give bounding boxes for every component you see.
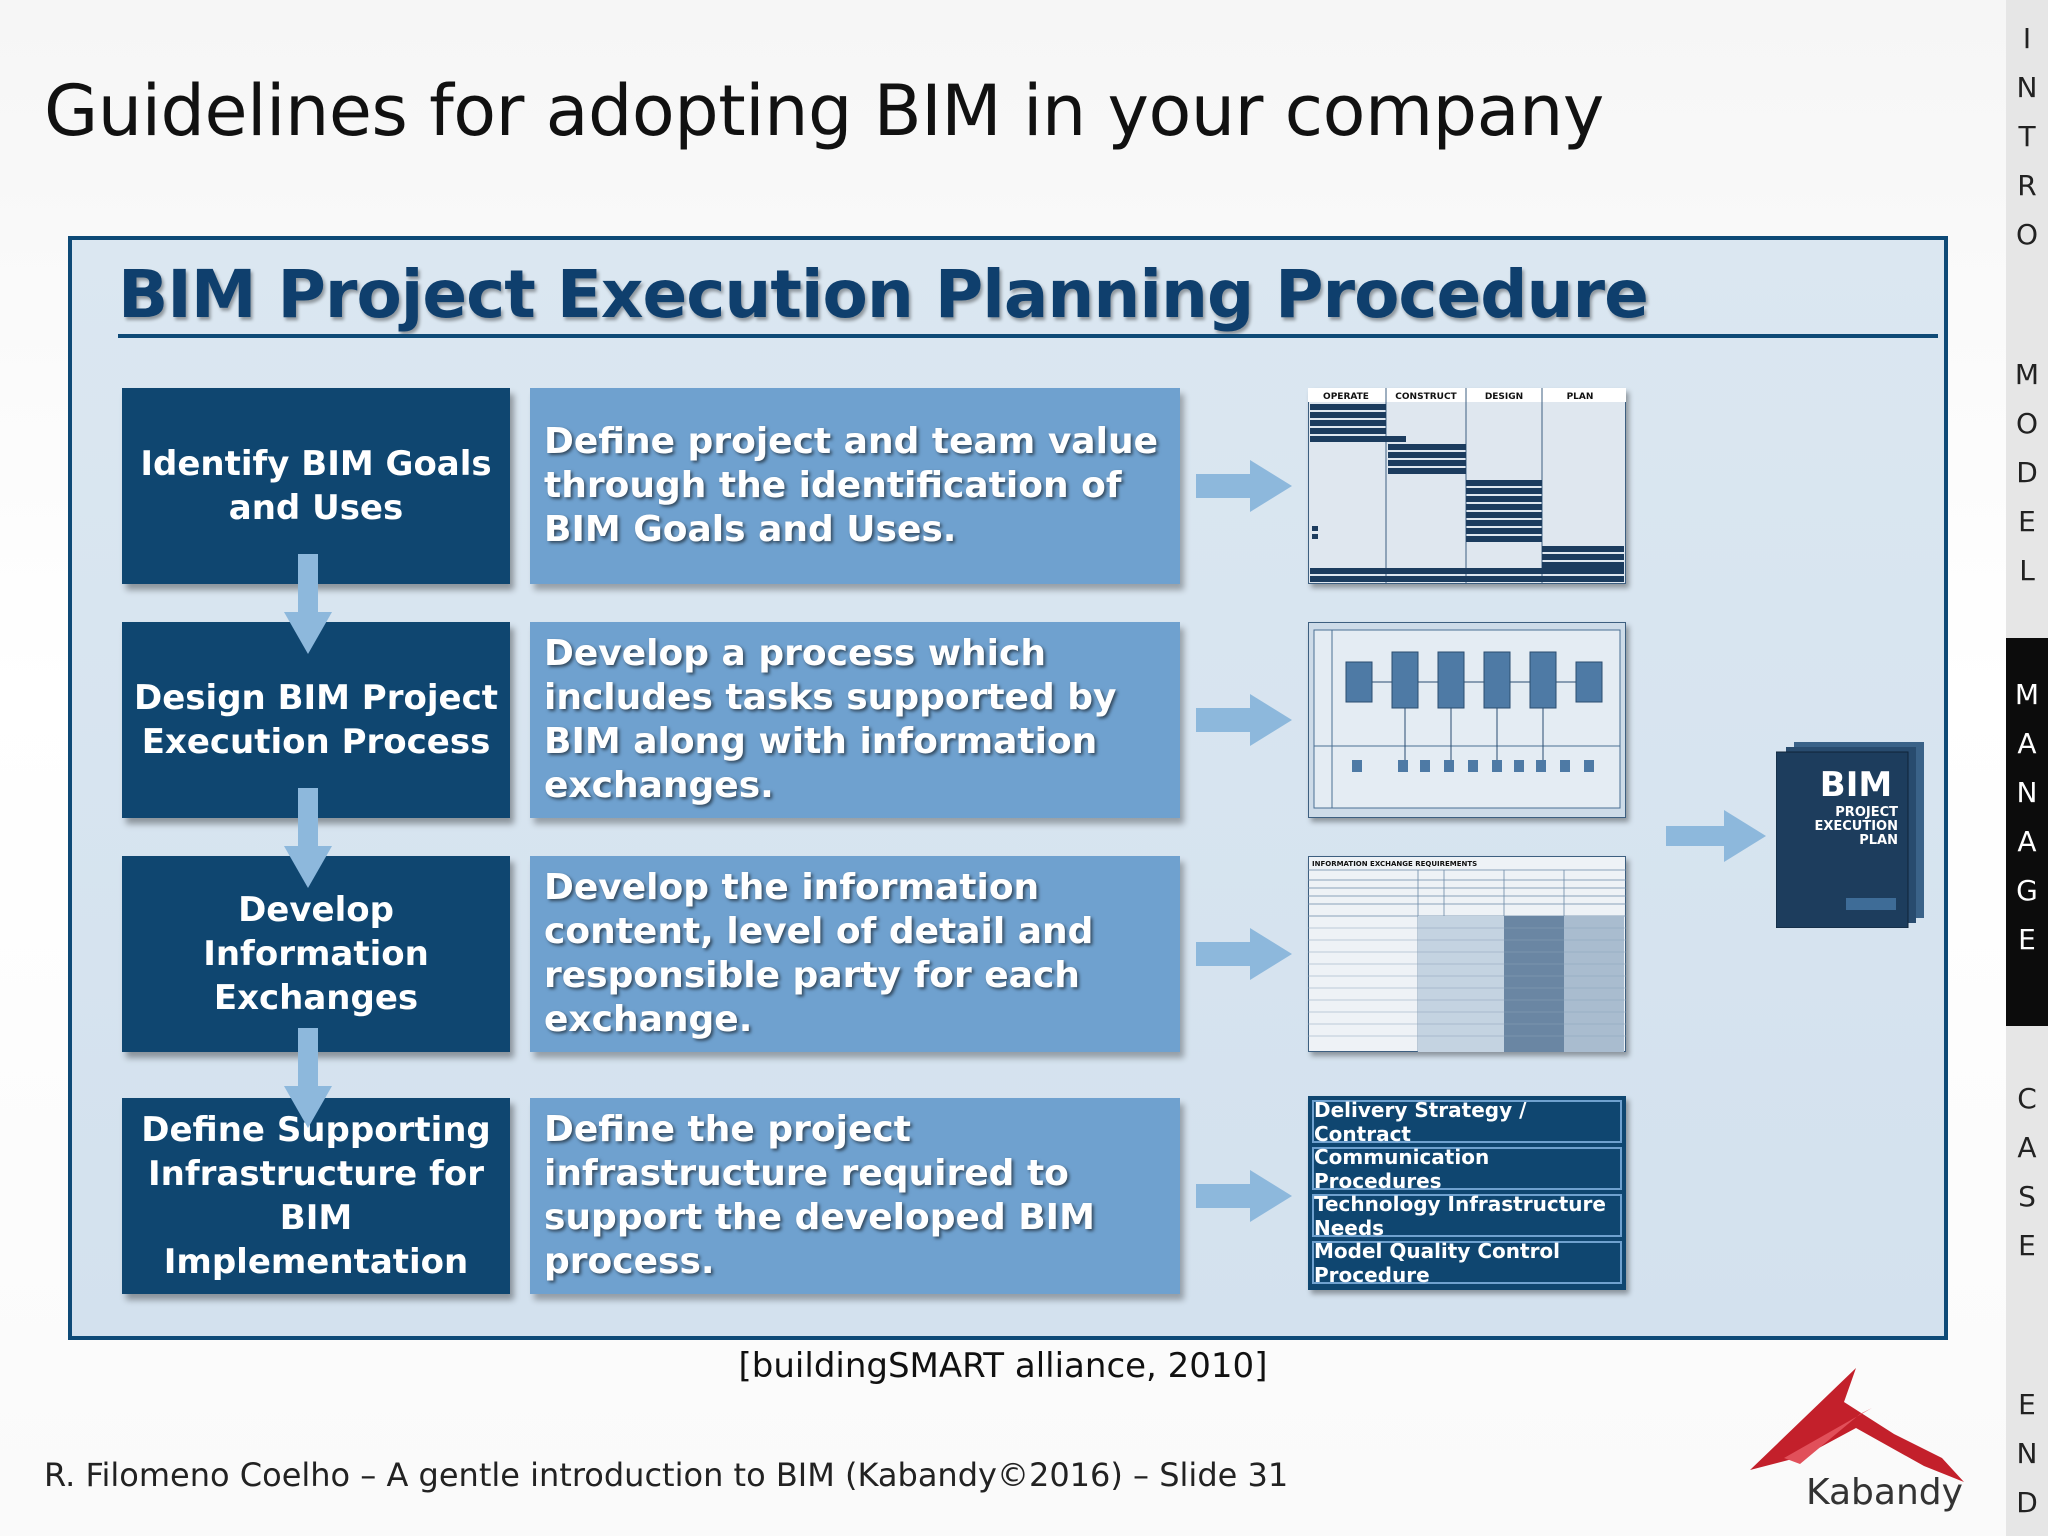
thumb-header-plan: PLAN [1567, 392, 1594, 402]
right-arrow-icon [1196, 1170, 1292, 1222]
infrastructure-item-technology: Technology Infrastructure Needs [1312, 1192, 1622, 1240]
nav-letter: D [2016, 456, 2038, 489]
right-arrow-icon [1196, 460, 1292, 512]
infrastructure-item-communication: Communication Procedures [1312, 1145, 1622, 1193]
nav-letter: A [2017, 727, 2037, 760]
figure-citation: [buildingSMART alliance, 2010] [738, 1346, 1268, 1386]
slide-title: Guidelines for adopting BIM in your comp… [44, 70, 1604, 152]
step-identify-goals: Identify BIM Goals and Uses [122, 388, 510, 584]
thumb-header-operate: OPERATE [1323, 392, 1369, 402]
step-supporting-infrastructure: Define Supporting Infrastructure for BIM… [122, 1098, 510, 1294]
book-subtitle-3: PLAN [1859, 833, 1898, 848]
thumb-header-design: DESIGN [1485, 392, 1523, 402]
nav-letter: S [2018, 1180, 2036, 1213]
nav-letter: O [2015, 218, 2039, 251]
right-arrow-icon [1196, 928, 1292, 980]
step-design-process-description: Develop a process which includes tasks s… [530, 622, 1180, 818]
nav-letter: R [2017, 169, 2037, 202]
nav-letter: A [2017, 825, 2037, 858]
nav-letter: M [2014, 358, 2040, 391]
nav-letter: N [2016, 776, 2038, 809]
exchange-requirements-thumbnail: INFORMATION EXCHANGE REQUIREMENTS [1308, 856, 1626, 1052]
down-arrow-icon [284, 788, 332, 888]
process-map-thumbnail [1308, 622, 1626, 818]
nav-letter: C [2017, 1082, 2037, 1115]
infrastructure-item-delivery: Delivery Strategy / Contract [1312, 1098, 1622, 1146]
infrastructure-list: Delivery Strategy / Contract Communicati… [1308, 1096, 1626, 1290]
step-design-process: Design BIM Project Execution Process [122, 622, 510, 818]
step-identify-goals-description: Define project and team value through th… [530, 388, 1180, 584]
title-rule [118, 334, 1938, 338]
nav-letter: E [2018, 923, 2036, 956]
book-subtitle-2: EXECUTION [1814, 819, 1898, 834]
step-info-exchanges-description: Develop the information content, level o… [530, 856, 1180, 1052]
book-subtitle-1: PROJECT [1835, 805, 1898, 820]
bim-pep-figure: BIM Project Execution Planning Procedure… [68, 236, 1948, 1340]
nav-letter: D [2016, 1486, 2038, 1519]
nav-letter: O [2015, 407, 2039, 440]
nav-letter: G [2016, 874, 2038, 907]
right-arrow-icon [1196, 694, 1292, 746]
nav-letter: I [2022, 22, 2032, 55]
kabandy-logo-icon [1750, 1368, 1964, 1482]
nav-letter: A [2017, 1131, 2037, 1164]
nav-letter: T [2018, 120, 2036, 153]
down-arrow-icon [284, 1028, 332, 1128]
step-supporting-infrastructure-description: Define the project infrastructure requir… [530, 1098, 1180, 1294]
logo-text: Kabandy [1806, 1472, 1963, 1513]
bim-uses-matrix-thumbnail: OPERATE CONSTRUCT DESIGN PLAN [1308, 388, 1626, 584]
slide-footer: R. Filomeno Coelho – A gentle introducti… [44, 1456, 1289, 1494]
thumb-header-construct: CONSTRUCT [1395, 392, 1457, 402]
bim-pep-book-icon: BIM PROJECT EXECUTION PLAN [1776, 742, 1924, 928]
nav-letter: E [2018, 1229, 2036, 1262]
thumb-table-header: INFORMATION EXCHANGE REQUIREMENTS [1312, 860, 1477, 868]
figure-title: BIM Project Execution Planning Procedure [118, 256, 1649, 333]
nav-letter: E [2018, 1388, 2036, 1421]
step-info-exchanges: Develop Information Exchanges [122, 856, 510, 1052]
down-arrow-icon [284, 554, 332, 654]
nav-letter: N [2016, 1437, 2038, 1470]
nav-letter: M [2014, 678, 2040, 711]
nav-letter: L [2019, 554, 2035, 587]
infrastructure-item-quality: Model Quality Control Procedure [1312, 1239, 1622, 1287]
nav-letter: E [2018, 505, 2036, 538]
right-arrow-icon [1666, 810, 1766, 862]
book-title: BIM [1820, 765, 1892, 805]
nav-letter: N [2016, 71, 2038, 104]
